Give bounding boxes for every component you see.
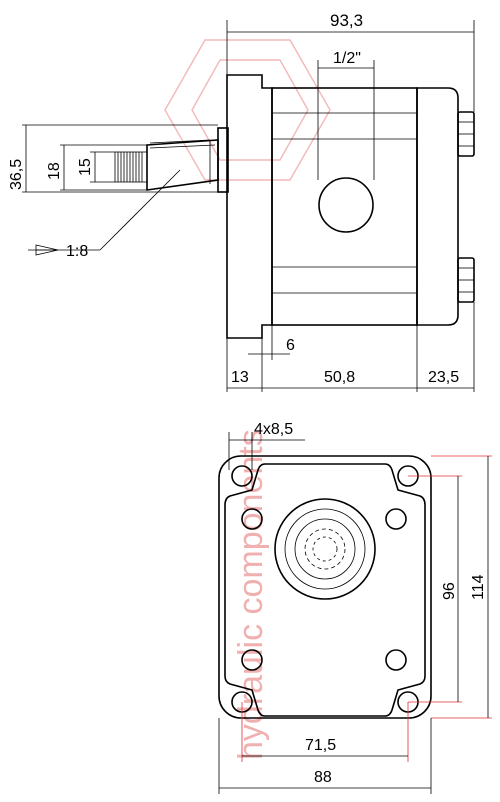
front-view — [218, 455, 432, 719]
front-flange-outline — [218, 455, 432, 719]
dim-cover-length: 23,5 — [428, 369, 459, 386]
shaft-end — [304, 528, 346, 570]
dim-holes: 4x8,5 — [254, 421, 293, 438]
dim-taper: 1:8 — [66, 243, 88, 260]
dim-hole-spacing-horizontal: 71,5 — [305, 737, 336, 754]
dim-shaft-inner: 15 — [77, 158, 94, 176]
dim-shaft-step: 6 — [286, 337, 295, 354]
dim-port-size: 1/2" — [333, 50, 361, 67]
dim-overall-length: 93,3 — [330, 11, 363, 30]
inner-hole-bl — [241, 649, 263, 671]
rear-cover — [416, 87, 459, 326]
pilot-outer — [274, 498, 376, 600]
pump-body — [271, 87, 418, 326]
inner-hole-tr — [385, 508, 407, 530]
dim-body-length: 50,8 — [324, 369, 355, 386]
shaft-thread — [114, 151, 148, 183]
inner-hole-br — [385, 649, 407, 671]
port-circle — [318, 177, 374, 233]
dim-shaft-outer: 36,5 — [8, 159, 25, 190]
dim-hole-spacing-vertical: 96 — [441, 582, 458, 600]
mount-hole-tl — [231, 465, 253, 487]
front-view-dimensions: 4x8,5 96 114 71,5 88 — [218, 421, 492, 794]
inner-hole-tl — [241, 508, 263, 530]
shaft-core — [312, 536, 338, 562]
flange-outline — [226, 74, 273, 339]
front-flange-inner — [224, 463, 426, 717]
watermark-logo: hydraulic components — [164, 39, 331, 760]
pilot-ring — [284, 508, 366, 590]
dim-overall-width: 88 — [314, 769, 332, 786]
dim-shaft-mid: 18 — [46, 162, 63, 180]
side-view-dimensions: 93,3 1/2" 36,5 18 15 1:8 — [8, 11, 475, 392]
dim-flange-length: 13 — [231, 369, 249, 386]
shaft-seal — [294, 518, 356, 580]
side-view — [114, 74, 475, 339]
dim-overall-height: 114 — [470, 574, 487, 600]
